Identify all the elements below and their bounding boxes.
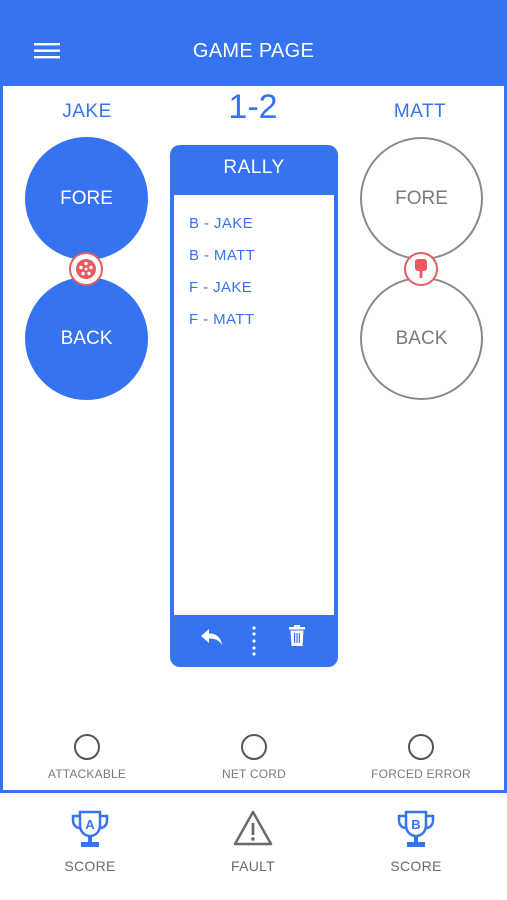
frame-left-border [0, 86, 3, 790]
left-fore-button[interactable]: FORE [25, 137, 148, 260]
forced-error-radio[interactable] [408, 734, 434, 760]
right-fore-button[interactable]: FORE [360, 137, 483, 260]
hamburger-menu-icon[interactable] [34, 42, 60, 60]
rally-item: B - MATT [189, 247, 256, 264]
trophy-a-letter: A [85, 817, 95, 832]
rally-list[interactable]: B - JAKE B - MATT F - JAKE F - MATT [174, 195, 334, 615]
tabbar-divider [0, 790, 507, 793]
page-title: GAME PAGE [192, 40, 315, 62]
trophy-b-letter: B [411, 817, 420, 832]
frame-right-border [504, 86, 507, 790]
left-player-name: JAKE [62, 101, 112, 122]
tab-fault-label: FAULT [230, 858, 276, 874]
tab-fault[interactable]: FAULT [193, 800, 313, 890]
attackable-label: ATTACKABLE [47, 767, 127, 781]
more-vertical-icon[interactable] [252, 625, 256, 662]
right-player-name: MATT [393, 101, 447, 122]
tab-score-b-label: SCORE [390, 858, 442, 874]
tab-score-b[interactable]: B SCORE [356, 800, 476, 890]
forced-error-label: FORCED ERROR [371, 767, 471, 781]
rally-toolbar [170, 615, 338, 667]
right-fore-label: FORE [395, 187, 448, 209]
trophy-b-icon: B [396, 808, 436, 850]
paddle-icon [404, 252, 438, 286]
attackable-radio[interactable] [74, 734, 100, 760]
net-cord-radio[interactable] [241, 734, 267, 760]
undo-icon[interactable] [200, 627, 224, 652]
tab-score-a-label: SCORE [64, 858, 116, 874]
trash-icon[interactable] [288, 625, 306, 652]
trophy-a-icon: A [70, 808, 110, 850]
right-back-label: BACK [395, 327, 448, 349]
left-back-label: BACK [60, 327, 113, 349]
left-back-button[interactable]: BACK [25, 277, 148, 400]
right-back-button[interactable]: BACK [360, 277, 483, 400]
rally-item: B - JAKE [189, 215, 254, 232]
tab-score-a[interactable]: A SCORE [30, 800, 150, 890]
app-header [0, 0, 507, 86]
score-display: 1-2 [228, 88, 278, 126]
left-fore-label: FORE [60, 187, 113, 209]
rally-item: F - MATT [189, 311, 255, 328]
ball-icon [69, 252, 103, 286]
warning-icon [233, 808, 273, 850]
rally-title: RALLY [223, 157, 285, 178]
net-cord-label: NET CORD [221, 767, 287, 781]
rally-item: F - JAKE [189, 279, 253, 296]
